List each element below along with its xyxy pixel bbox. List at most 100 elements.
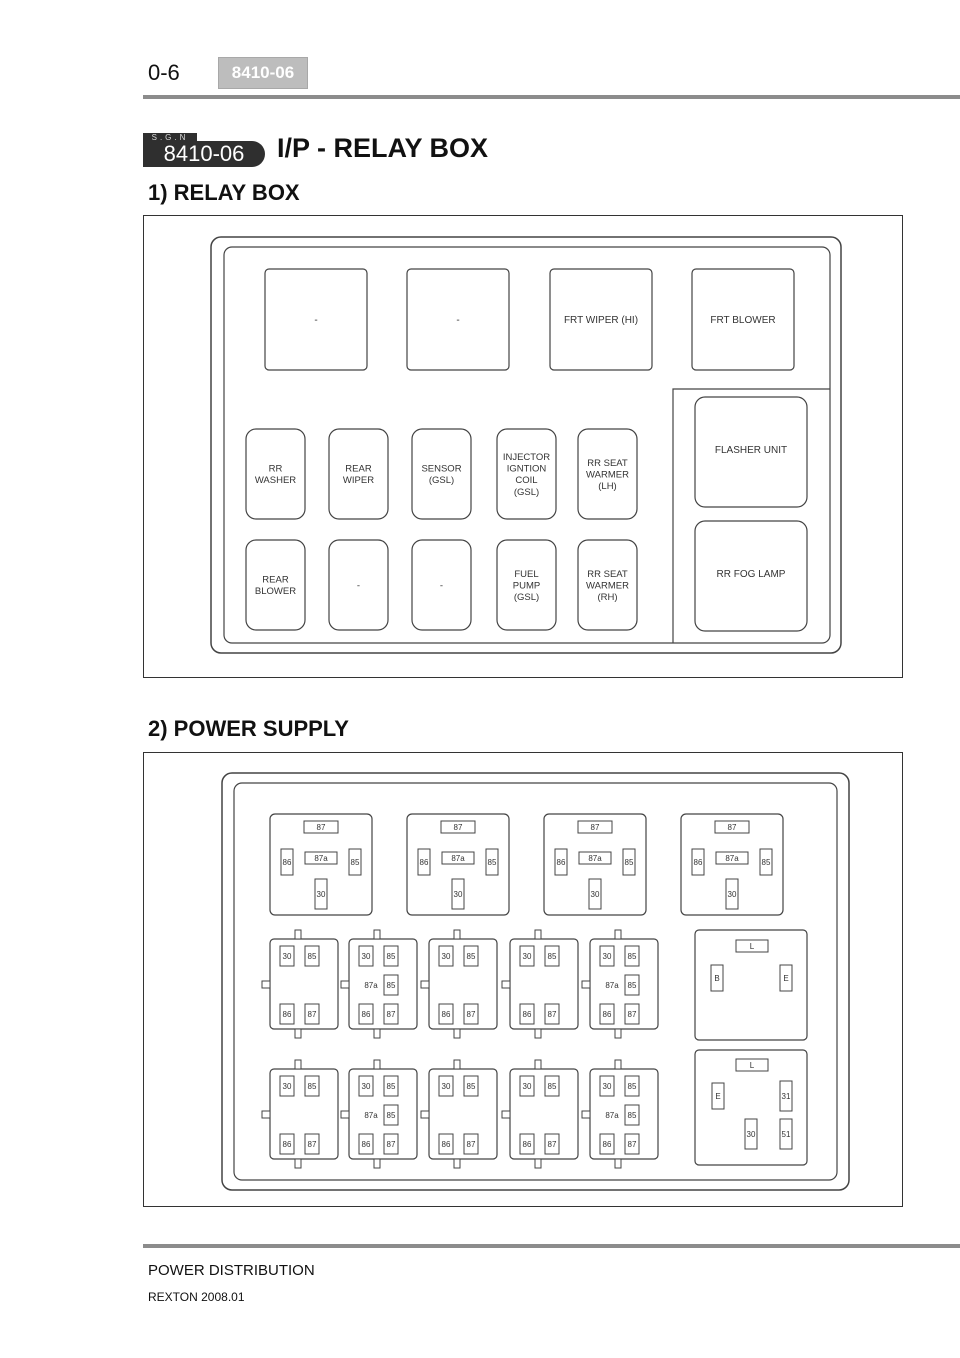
terminal-label: 86 (557, 858, 566, 867)
terminal-pin (438, 1133, 454, 1155)
badge-label: S.G.N (143, 133, 197, 142)
relay-slot-label: COIL (515, 475, 537, 486)
terminal-pin (463, 1133, 479, 1155)
socket-latch (261, 1110, 271, 1119)
terminal-pin (624, 945, 640, 967)
terminal-label: 85 (762, 858, 771, 867)
relay-slot-label: (GSL) (514, 487, 539, 498)
large-relay-label: - (314, 315, 317, 326)
relay-box-divider (672, 388, 830, 643)
socket-latch (373, 1158, 381, 1169)
terminal-pin (485, 848, 499, 876)
socket-latch (581, 1110, 591, 1119)
terminal-label: 30 (523, 952, 532, 961)
terminal-pin (779, 964, 793, 992)
terminal-label: 85 (467, 952, 476, 961)
relay-slot-label: REAR (262, 575, 289, 586)
large-relay-label: FRT BLOWER (710, 315, 775, 326)
relay-slot (328, 539, 389, 631)
terminal-pin (624, 1075, 640, 1097)
terminal-pin (624, 974, 640, 996)
terminal-label: 85 (467, 1082, 476, 1091)
footer-section: POWER DISTRIBUTION (148, 1262, 315, 1279)
relay-unit-label: FLASHER UNIT (715, 445, 787, 456)
terminal-label: 87a (364, 981, 378, 990)
header-rule (143, 95, 960, 99)
terminal-pin (735, 939, 769, 953)
terminal-pin (440, 820, 476, 834)
socket-latch (373, 929, 381, 940)
terminal-label: 87 (308, 1010, 317, 1019)
socket-latch (453, 1028, 461, 1039)
terminal-label: E (783, 974, 788, 983)
relay-slot-label: WARMER (586, 469, 629, 480)
terminal-pin (735, 1058, 769, 1072)
relay-slot-label: (GSL) (514, 592, 539, 603)
terminal-pin (544, 1003, 560, 1025)
terminal-pin (599, 945, 615, 967)
terminal-pin (451, 878, 465, 910)
socket-latch (614, 1158, 622, 1169)
terminal-label: 87a (588, 854, 602, 863)
relay-slot-label: WIPER (343, 475, 374, 486)
terminal-pin (744, 1118, 758, 1150)
terminal-label: 87 (308, 1140, 317, 1149)
fog-lamp-socket (694, 1049, 808, 1166)
socket-latch (534, 1028, 542, 1039)
relay-slot (411, 539, 472, 631)
footer-model: REXTON 2008.01 (148, 1290, 245, 1304)
socket-latch (294, 1028, 302, 1039)
footer-rule (143, 1244, 960, 1248)
socket-latch (534, 929, 542, 940)
terminal-label: L (750, 942, 755, 951)
terminal-pin (304, 1075, 320, 1097)
terminal-pin (519, 1003, 535, 1025)
terminal-label: 30 (362, 1082, 371, 1091)
relay-box-outer-outline (210, 236, 842, 654)
large-relay-slot (406, 268, 510, 371)
relay-slot-label: IGNTION (507, 464, 547, 475)
terminal-label: 30 (603, 952, 612, 961)
relay-slot-label: RR SEAT (587, 458, 628, 469)
flasher-unit-socket (694, 929, 808, 1041)
terminal-pin (438, 1075, 454, 1097)
terminal-label: 86 (523, 1140, 532, 1149)
terminal-pin (383, 1133, 399, 1155)
terminal-pin (303, 820, 339, 834)
terminal-pin (304, 1133, 320, 1155)
terminal-label: 85 (387, 981, 396, 990)
terminal-label: 87 (628, 1010, 637, 1019)
relay-slot-label: PUMP (513, 580, 540, 591)
terminal-pin (544, 1133, 560, 1155)
terminal-label: 87 (467, 1140, 476, 1149)
socket-latch (373, 1059, 381, 1070)
terminal-label: 85 (548, 1082, 557, 1091)
terminal-pin (383, 974, 399, 996)
terminal-label: 87a (605, 1111, 619, 1120)
terminal-pin (279, 1075, 295, 1097)
terminal-pin (578, 851, 612, 865)
socket-latch (453, 929, 461, 940)
terminal-pin (279, 945, 295, 967)
terminal-pin (519, 1133, 535, 1155)
terminal-label: 87 (628, 1140, 637, 1149)
terminal-label: 30 (283, 1082, 292, 1091)
terminal-pin (715, 851, 749, 865)
relay-slot-label: WASHER (255, 475, 296, 486)
terminal-pin (624, 1104, 640, 1126)
terminal-label: 85 (308, 1082, 317, 1091)
terminal-pin (348, 848, 362, 876)
terminal-label: 30 (747, 1130, 756, 1139)
terminal-pin (519, 1075, 535, 1097)
large-relay-slot (549, 268, 653, 371)
relay-slot-label: - (440, 580, 443, 591)
terminal-pin (759, 848, 773, 876)
terminal-label: 30 (442, 952, 451, 961)
terminal-label: 85 (548, 952, 557, 961)
terminal-label: 85 (628, 981, 637, 990)
terminal-label: 87 (454, 823, 463, 832)
terminal-pin (358, 945, 374, 967)
terminal-label: 85 (488, 858, 497, 867)
relay-slot-label: BLOWER (255, 586, 296, 597)
